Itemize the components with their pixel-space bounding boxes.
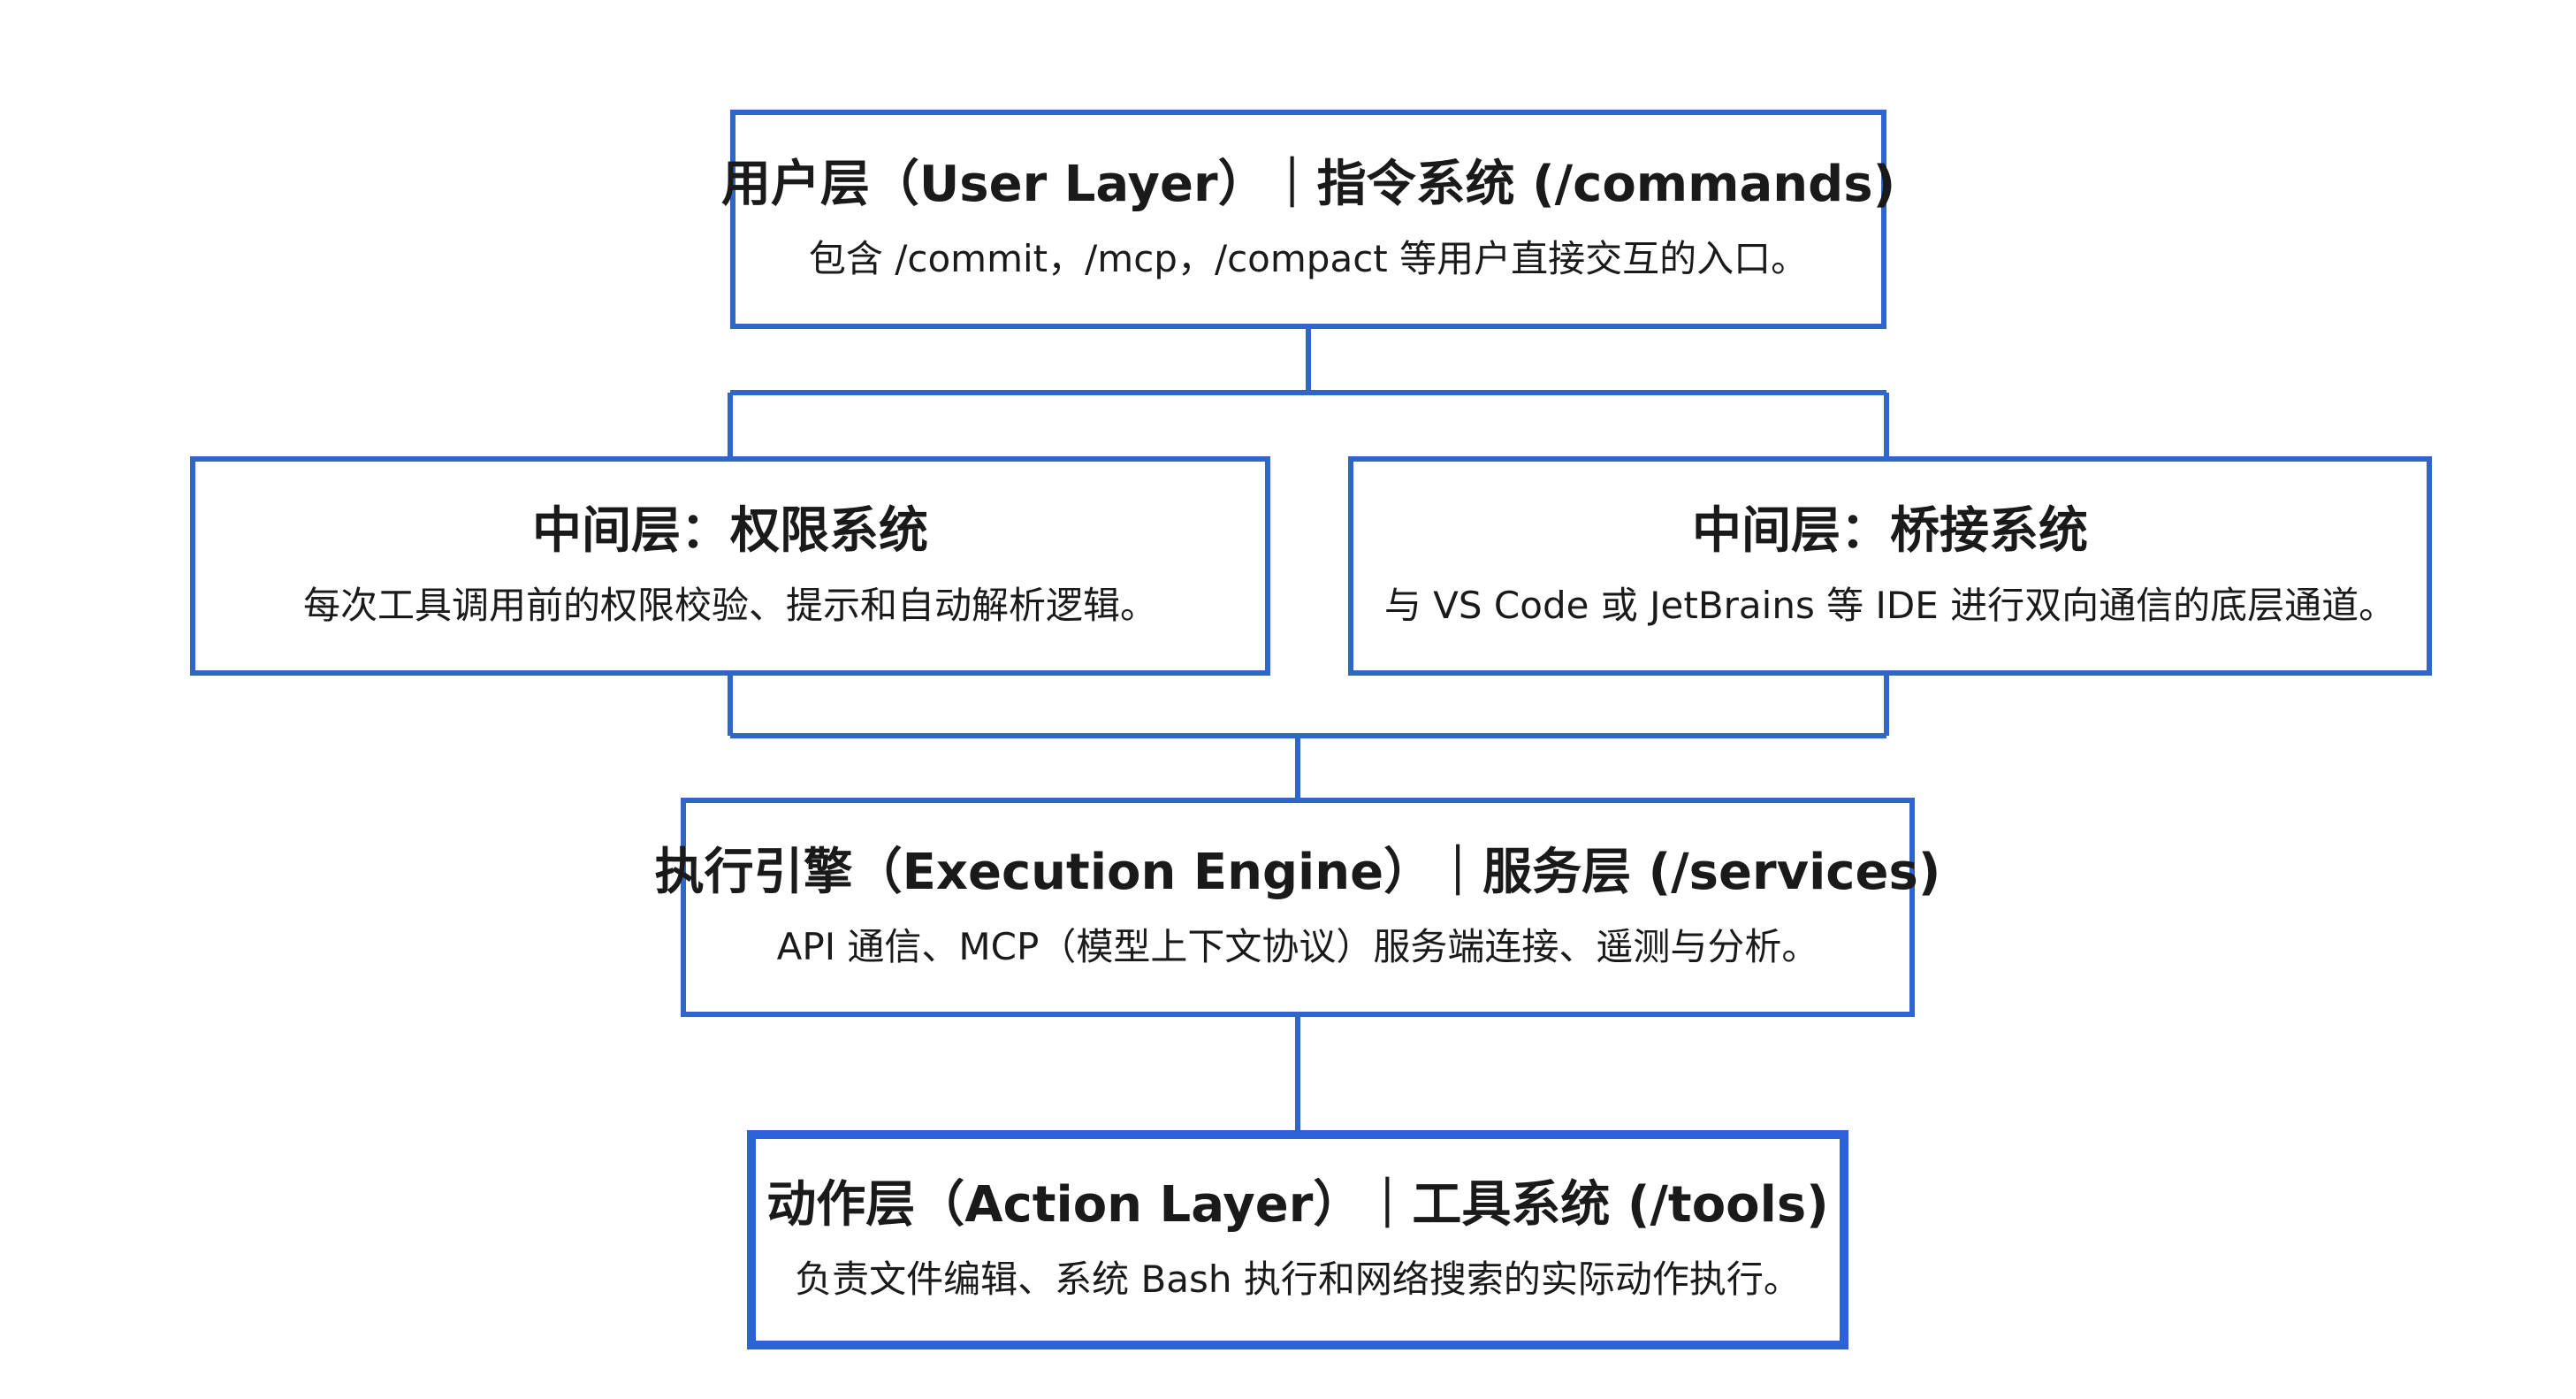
engine-layer-box: 执行引擎（Execution Engine）｜服务层 (/services) A… bbox=[655, 798, 1940, 1017]
permission-layer-box: 中间层：权限系统 每次工具调用前的权限校验、提示和自动解析逻辑。 bbox=[190, 456, 1270, 676]
action-layer-title: 动作层（Action Layer）｜工具系统 (/tools) bbox=[766, 1176, 1829, 1235]
engine-layer-desc: API 通信、MCP（模型上下文协议）服务端连接、遥测与分析。 bbox=[776, 925, 1819, 969]
bridge-layer-box: 中间层：桥接系统 与 VS Code 或 JetBrains 等 IDE 进行双… bbox=[1348, 456, 2432, 676]
action-layer-desc: 负责文件编辑、系统 Bash 执行和网络搜索的实际动作执行。 bbox=[795, 1258, 1801, 1302]
bridge-layer-desc: 与 VS Code 或 JetBrains 等 IDE 进行双向通信的底层通道。 bbox=[1383, 584, 2397, 628]
user-layer-title: 用户层（User Layer）｜指令系统 (/commands) bbox=[720, 156, 1896, 214]
user-layer-box: 用户层（User Layer）｜指令系统 (/commands) 包含 /com… bbox=[721, 110, 1895, 329]
user-layer-desc: 包含 /commit，/mcp，/compact 等用户直接交互的入口。 bbox=[808, 237, 1809, 281]
engine-layer-title: 执行引擎（Execution Engine）｜服务层 (/services) bbox=[654, 844, 1941, 902]
action-layer-box: 动作层（Action Layer）｜工具系统 (/tools) 负责文件编辑、系… bbox=[747, 1130, 1848, 1349]
permission-layer-title: 中间层：权限系统 bbox=[532, 502, 928, 561]
permission-layer-desc: 每次工具调用前的权限校验、提示和自动解析逻辑。 bbox=[302, 584, 1157, 628]
bridge-layer-title: 中间层：桥接系统 bbox=[1692, 502, 2088, 561]
